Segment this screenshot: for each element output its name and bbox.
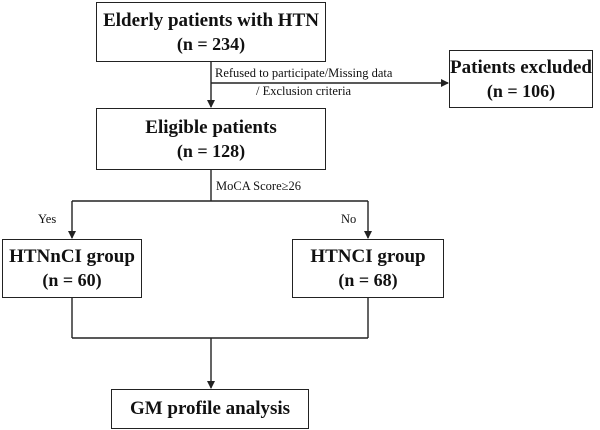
node-count: (n = 60) (42, 270, 102, 291)
node-gm-profile-analysis: GM profile analysis (111, 389, 309, 429)
node-title: Patients excluded (450, 56, 592, 78)
node-eligible-patients: Eligible patients (n = 128) (96, 108, 326, 170)
node-title: HTNnCI group (9, 246, 135, 268)
label-exclusion-criteria: / Exclusion criteria (256, 84, 352, 98)
node-count: (n = 128) (176, 140, 246, 161)
node-title: GM profile analysis (129, 398, 291, 420)
node-title: Elderly patients with HTN (103, 9, 319, 31)
label-yes: Yes (38, 212, 57, 226)
node-htnnci-group: HTNnCI group (n = 60) (2, 239, 142, 298)
label-exclusion-reason: Refused to participate/Missing data (215, 66, 393, 80)
label-moca-criterion: MoCA Score≥26 (216, 179, 301, 193)
node-elderly-patients: Elderly patients with HTN (n = 234) (96, 2, 326, 62)
label-no: No (341, 212, 357, 226)
node-title: Eligible patients (145, 116, 277, 138)
node-count: (n = 106) (486, 80, 556, 101)
node-htnci-group: HTNCI group (n = 68) (292, 239, 444, 298)
node-patients-excluded: Patients excluded (n = 106) (449, 50, 593, 108)
node-count: (n = 234) (176, 33, 246, 54)
node-count: (n = 68) (338, 270, 398, 291)
node-title: HTNCI group (310, 246, 426, 268)
